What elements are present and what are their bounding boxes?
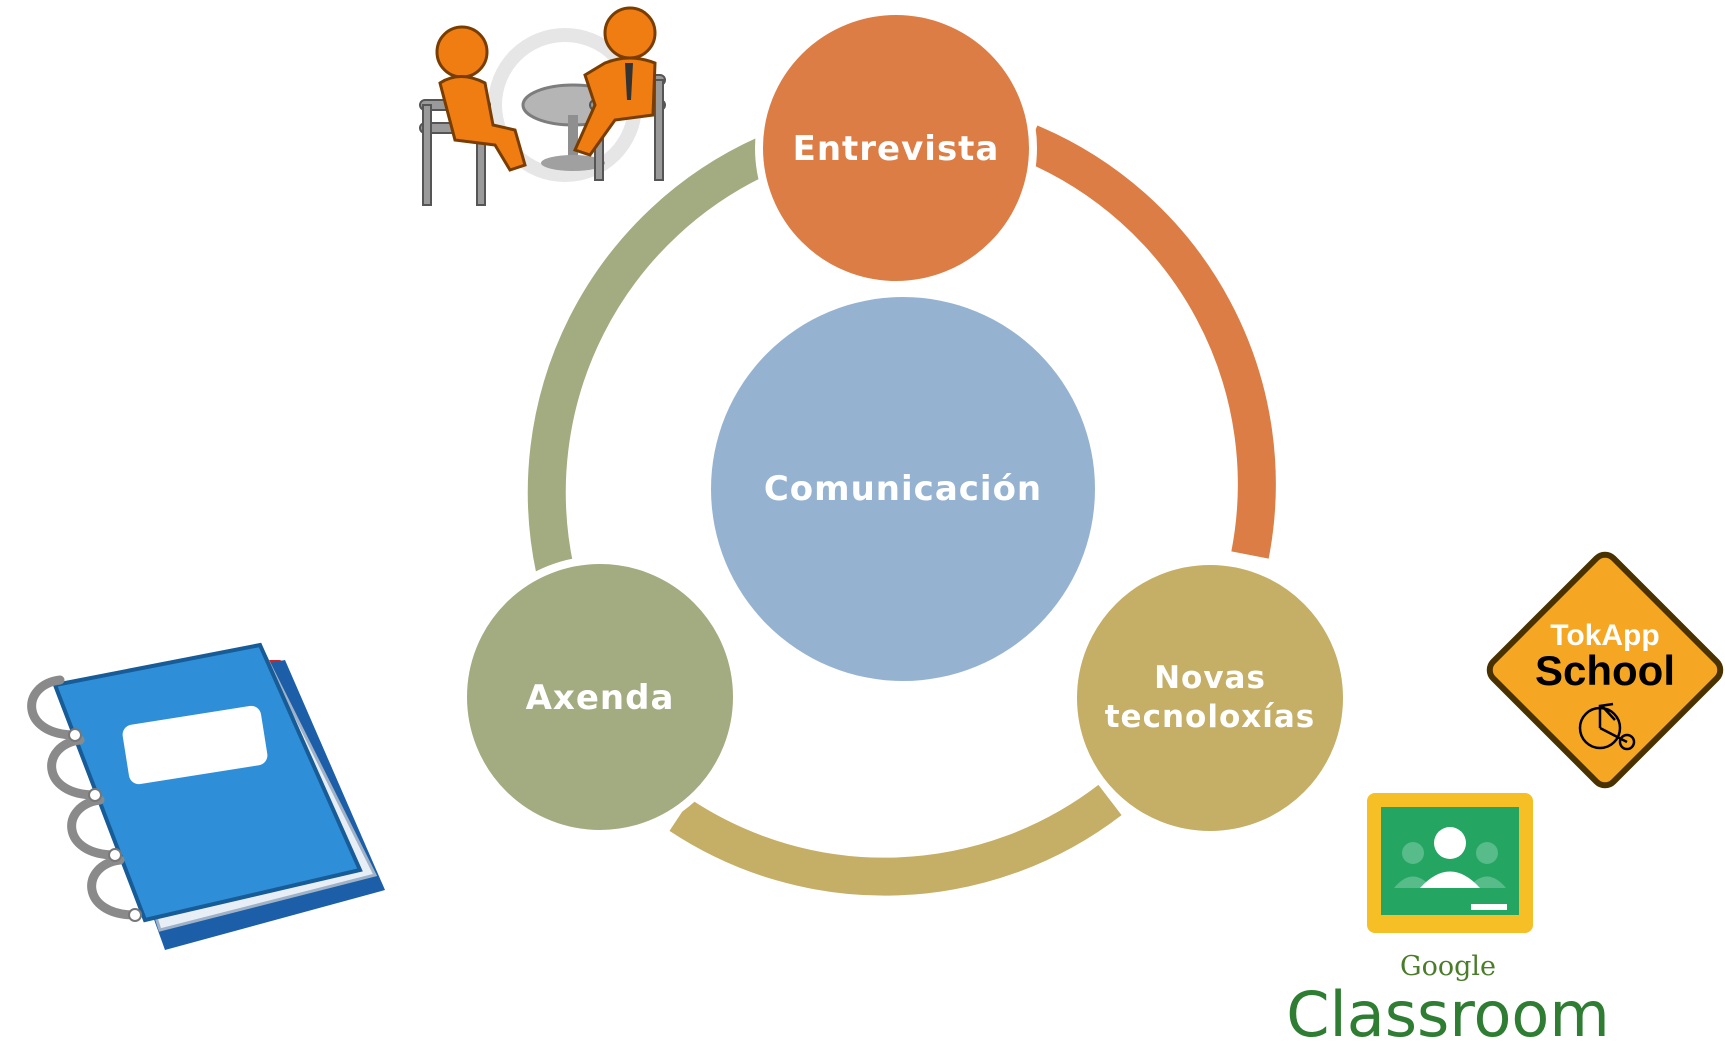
- node-novas-label-line2: tecnoloxías: [1105, 699, 1316, 735]
- node-entrevista: Entrevista: [755, 7, 1037, 289]
- classroom-board-icon: [1367, 793, 1533, 933]
- tokapp-school-logo: TokApp School: [1486, 551, 1724, 789]
- center-node: Comunicación: [711, 297, 1095, 681]
- center-label: Comunicación: [764, 469, 1042, 509]
- node-novas-tecnoloxias: Novas tecnoloxías: [1069, 557, 1351, 839]
- arc-entrevista-novas: [1022, 125, 1276, 559]
- arc-novas-axenda: [669, 784, 1122, 896]
- arc-axenda-entrevista: [527, 137, 773, 574]
- node-axenda: Axenda: [459, 556, 741, 838]
- node-axenda-label: Axenda: [526, 678, 675, 718]
- node-entrevista-label: Entrevista: [793, 129, 1000, 169]
- tokapp-line2: School: [1535, 647, 1675, 694]
- tokapp-line1: TokApp: [1550, 619, 1659, 652]
- classroom-product-text: Classroom: [1286, 978, 1610, 1044]
- notebook-icon: [27, 642, 385, 950]
- node-novas-label-line1: Novas: [1154, 660, 1266, 696]
- classroom-brand-text: Google: [1400, 951, 1496, 982]
- google-classroom-logo: Google Classroom: [1286, 793, 1610, 1044]
- bicycle-icon: [1578, 702, 1636, 751]
- meeting-people-icon: [419, 6, 666, 206]
